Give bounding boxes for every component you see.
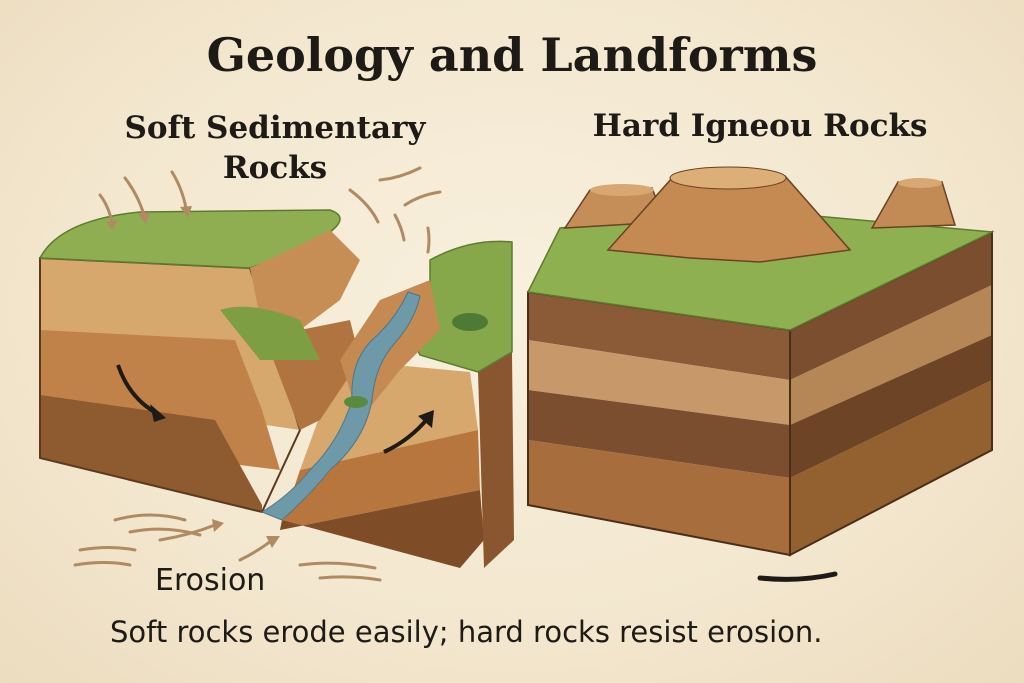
canyon-wall-left	[250, 230, 360, 330]
subsidence-arrowhead	[150, 404, 166, 422]
shrub	[344, 396, 368, 408]
erosion-arrows	[73, 513, 382, 582]
butte-left-top	[590, 184, 654, 196]
erosion-label: Erosion	[155, 563, 266, 598]
butte-right-top	[898, 178, 942, 188]
hard-side-layer-4	[790, 380, 992, 555]
shrub	[452, 313, 488, 331]
uplift-arrowhead	[418, 410, 434, 428]
page-title: Geology and Landforms	[206, 28, 818, 82]
mesa-center-top	[669, 166, 787, 190]
hard-igneous-block	[526, 166, 995, 557]
weathering-arrows	[98, 166, 442, 254]
hard-front-layer-4	[528, 440, 790, 555]
hard-front-layer-2	[528, 340, 790, 425]
soft-right-side	[478, 352, 514, 568]
caption: Soft rocks erode easily; hard rocks resi…	[110, 615, 823, 649]
canyon-grass-ledge	[220, 306, 320, 360]
hard-front-layer-1	[528, 292, 790, 380]
hard-side-layer-1	[790, 232, 992, 380]
hard-side-layer-3	[790, 335, 992, 478]
river	[260, 291, 421, 521]
butte-right	[870, 181, 956, 229]
soft-front-layer-bottom	[40, 395, 262, 512]
soft-right-front-mid	[280, 430, 480, 530]
hard-side-layer-2	[790, 285, 992, 425]
ground-mark	[757, 571, 838, 582]
hard-rocks-heading: Hard Igneou Rocks	[592, 108, 928, 144]
soft-rocks-heading: Soft Sedimentary Rocks	[124, 110, 426, 186]
soft-right-front-bottom	[280, 490, 484, 568]
soft-sedimentary-block	[38, 209, 514, 568]
hard-front-layer-3	[528, 390, 790, 478]
